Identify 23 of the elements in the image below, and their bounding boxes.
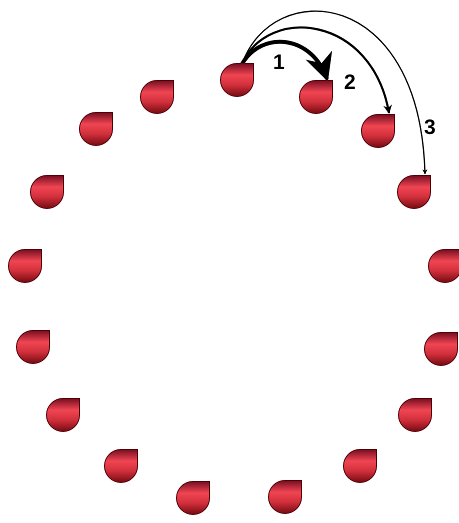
edge-label: 3 [424,117,436,138]
teardrop-shape [16,330,50,364]
curved-arrow [241,10,428,175]
teardrop-shape [397,175,431,209]
teardrop-shape [176,481,210,515]
teardrop-shape [361,114,395,148]
teardrop-shape [424,332,458,366]
teardrop-shape [268,480,302,514]
teardrop-shape [79,112,113,146]
curved-arrow [241,26,392,114]
teardrop-shape [46,398,80,432]
teardrop-shape [30,175,64,209]
edge-label: 1 [273,52,285,73]
teardrop-shape [343,449,377,483]
teardrop-shape [8,249,42,283]
teardrop-shape [299,80,333,114]
edge-label: 2 [344,72,356,93]
curved-arrow [240,40,330,82]
teardrop-shape [428,249,459,283]
teardrop-shape [398,398,432,432]
teardrop-shape [140,80,174,114]
teardrop-shape [104,449,138,483]
teardrop-shape [220,63,254,97]
